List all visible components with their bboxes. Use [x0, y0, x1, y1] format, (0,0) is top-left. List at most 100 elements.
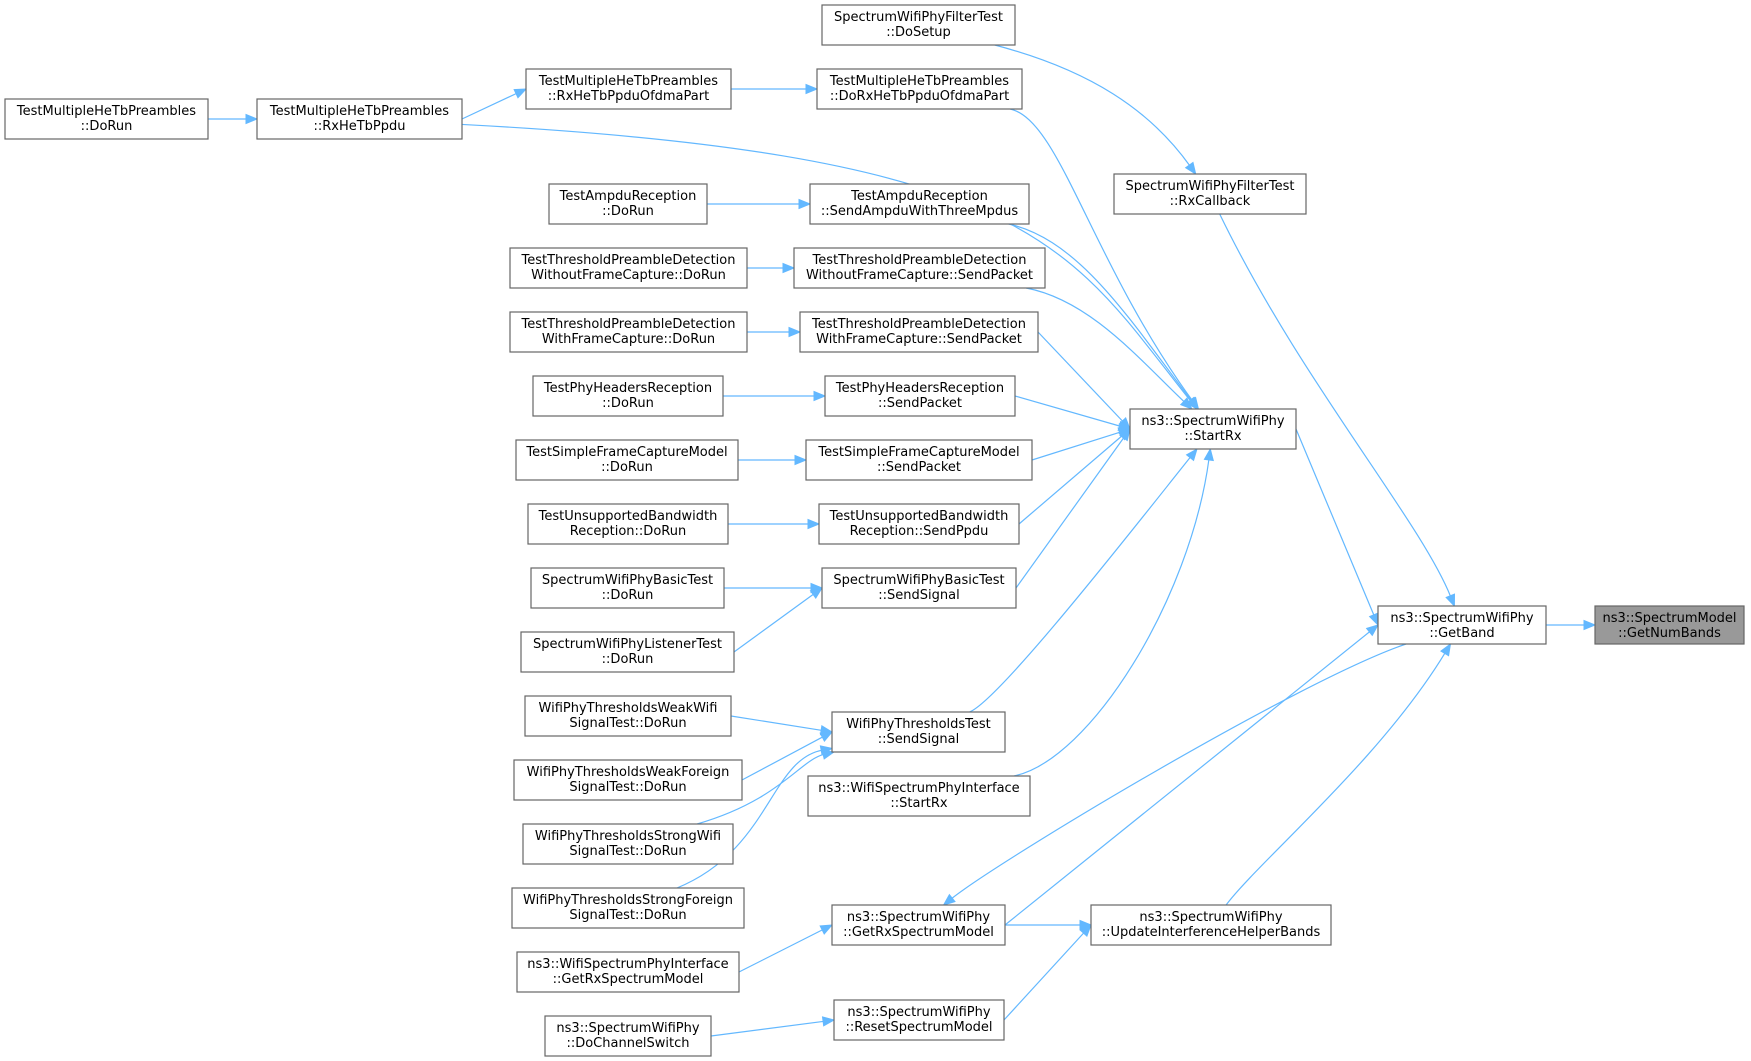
node-label-line: WithFrameCapture::DoRun: [542, 332, 715, 347]
edge-wpt_weakwifi-to-wpt_send: [730, 715, 834, 736]
edge-tpd_w_dorun-to-tpd_w_send: [747, 326, 802, 338]
edge-arrowhead: [1119, 427, 1131, 442]
edge-arrowhead: [807, 518, 821, 530]
edge-wpt_send-to-startrx: [969, 447, 1198, 713]
edge-arrowhead: [809, 587, 824, 600]
node-wspi-getrxsm[interactable]: ns3::WifiSpectrumPhyInterface::GetRxSpec…: [516, 951, 740, 993]
edge-arrowhead: [1185, 447, 1198, 462]
node-tmhtp-dorun[interactable]: TestMultipleHeTbPreambles::DoRun: [4, 98, 209, 140]
node-wpt-weakforeign[interactable]: WifiPhyThresholdsWeakForeignSignalTest::…: [513, 759, 743, 801]
edge-tmhtp_dorun-to-rxhetbppdu: [208, 113, 259, 125]
edge-arrowhead: [245, 113, 259, 125]
node-sfc-send[interactable]: TestSimpleFrameCaptureModel::SendPacket: [805, 439, 1033, 481]
node-rxhetbofdma[interactable]: TestMultipleHeTbPreambles::RxHeTbPpduOfd…: [525, 68, 732, 110]
node-label-line: ::GetNumBands: [1618, 626, 1721, 641]
edge-arrowhead: [1368, 612, 1379, 627]
node-phr-dorun[interactable]: TestPhyHeadersReception::DoRun: [532, 375, 724, 417]
edge-arrowhead: [819, 924, 834, 935]
node-listener-dorun[interactable]: SpectrumWifiPhyListenerTest::DoRun: [520, 631, 735, 673]
node-getband[interactable]: ns3::SpectrumWifiPhy::GetBand: [1377, 605, 1547, 645]
edge-uihb-to-getband: [1225, 642, 1452, 906]
edge-arrowhead: [794, 454, 808, 466]
node-label-line: ::GetRxSpectrumModel: [843, 925, 994, 940]
node-dochsw[interactable]: ns3::SpectrumWifiPhy::DoChannelSwitch: [544, 1015, 712, 1057]
node-getnumbands[interactable]: ns3::SpectrumModel::GetNumBands: [1594, 605, 1745, 645]
node-tpd-wo-dorun[interactable]: TestThresholdPreambleDetectionWithoutFra…: [509, 247, 748, 289]
edge-arrowhead: [1203, 447, 1214, 462]
edge-arrowhead: [942, 893, 956, 906]
node-wpt-strongwifi[interactable]: WifiPhyThresholdsStrongWifiSignalTest::D…: [522, 823, 734, 865]
node-dosetup[interactable]: SpectrumWifiPhyFilterTest::DoSetup: [821, 4, 1016, 46]
edge-wspi_startrx-to-startrx: [1013, 447, 1214, 777]
edge-arrowhead: [1079, 924, 1092, 938]
edge-line: [969, 456, 1192, 713]
node-label-line: ::DoRxHeTbPpduOfdmaPart: [830, 89, 1009, 104]
node-label-line: SignalTest::DoRun: [569, 780, 686, 795]
node-basic-send[interactable]: SpectrumWifiPhyBasicTest::SendSignal: [821, 567, 1017, 609]
node-label-line: WifiPhyThresholdsStrongWifi: [535, 829, 721, 844]
node-box: [807, 775, 1031, 817]
node-label-line: TestUnsupportedBandwidth: [538, 509, 718, 524]
edge-line: [1219, 213, 1452, 597]
edge-wpt_weakforeign-to-wpt_send: [741, 731, 834, 781]
node-startrx[interactable]: ns3::SpectrumWifiPhy::StartRx: [1129, 408, 1297, 450]
node-label-line: SignalTest::DoRun: [569, 844, 686, 859]
edge-ampdu_dorun-to-ampdu_send: [707, 198, 812, 210]
edge-rxhetbppdu-to-rxhetbofdma: [461, 88, 528, 120]
node-uihb[interactable]: ns3::SpectrumWifiPhy::UpdateInterference…: [1090, 904, 1332, 946]
node-label-line: WifiPhyThresholdsWeakForeign: [527, 765, 730, 780]
node-wpt-weakwifi[interactable]: WifiPhyThresholdsWeakWifiSignalTest::DoR…: [524, 695, 732, 737]
edge-line: [461, 92, 518, 120]
node-label-line: ::SendAmpduWithThreeMpdus: [821, 204, 1019, 219]
node-resetsm[interactable]: ns3::SpectrumWifiPhy::ResetSpectrumModel: [833, 999, 1005, 1041]
node-box: [532, 375, 724, 417]
node-label-line: TestMultipleHeTbPreambles: [538, 74, 718, 89]
node-label-line: ::DoRun: [602, 652, 654, 667]
node-box: [1090, 904, 1332, 946]
node-wpt-send[interactable]: WifiPhyThresholdsTest::SendSignal: [831, 711, 1006, 753]
edge-line: [1225, 652, 1446, 906]
edge-arrowhead: [819, 745, 834, 756]
node-rxhetbppdu[interactable]: TestMultipleHeTbPreambles::RxHeTbPpdu: [256, 98, 463, 140]
node-label-line: Reception::SendPpdu: [850, 524, 989, 539]
node-box: [1594, 605, 1745, 645]
node-label-line: TestSimpleFrameCaptureModel: [817, 445, 1019, 460]
node-box: [799, 311, 1039, 353]
node-sfc-dorun[interactable]: TestSimpleFrameCaptureModel::DoRun: [515, 439, 739, 481]
node-label-line: WifiPhyThresholdsTest: [846, 717, 991, 732]
edge-wspi_getrxsm-to-getrxsm: [738, 924, 834, 973]
node-label-line: ns3::SpectrumWifiPhy: [847, 1005, 990, 1020]
node-box: [256, 98, 463, 140]
node-tpd-w-send[interactable]: TestThresholdPreambleDetectionWithFrameC…: [799, 311, 1039, 353]
node-tpd-w-dorun[interactable]: TestThresholdPreambleDetectionWithFrameC…: [509, 311, 748, 353]
node-label-line: ::UpdateInterferenceHelperBands: [1102, 925, 1321, 940]
edge-line: [730, 715, 823, 732]
edge-resetsm-to-uihb: [1003, 924, 1092, 1021]
edge-phr_send-to-startrx: [1014, 395, 1132, 431]
edge-tpd_wo_dorun-to-tpd_wo_send: [747, 262, 796, 274]
node-rxcallback[interactable]: SpectrumWifiPhyFilterTest::RxCallback: [1113, 173, 1307, 215]
edge-basic_send-to-startrx: [1015, 427, 1131, 589]
node-label-line: SignalTest::DoRun: [569, 716, 686, 731]
edge-ubw_send-to-startrx: [1018, 428, 1132, 525]
edge-line: [1003, 931, 1085, 1021]
node-ampdu-send[interactable]: TestAmpduReception::SendAmpduWithThreeMp…: [809, 183, 1030, 225]
node-label-line: TestMultipleHeTbPreambles: [829, 74, 1009, 89]
node-label-line: ns3::SpectrumWifiPhy: [1390, 611, 1533, 626]
edge-arrowhead: [819, 731, 834, 743]
node-basic-dorun[interactable]: SpectrumWifiPhyBasicTest::DoRun: [530, 567, 725, 609]
node-ubw-send[interactable]: TestUnsupportedBandwidthReception::SendP…: [818, 503, 1020, 545]
edge-rxhetbofdma-to-dorxhetbofdma: [731, 83, 819, 95]
node-phr-send[interactable]: TestPhyHeadersReception::SendPacket: [824, 375, 1016, 417]
node-tpd-wo-send[interactable]: TestThresholdPreambleDetectionWithoutFra…: [793, 247, 1046, 289]
node-layer: ns3::SpectrumModel::GetNumBandsns3::Spec…: [4, 4, 1745, 1057]
node-wspi-startrx[interactable]: ns3::WifiSpectrumPhyInterface::StartRx: [807, 775, 1031, 817]
node-ampdu-dorun[interactable]: TestAmpduReception::DoRun: [548, 183, 708, 225]
edge-line: [1031, 431, 1121, 461]
node-wpt-strongforeign[interactable]: WifiPhyThresholdsStrongForeignSignalTest…: [511, 887, 745, 929]
node-dorxhetbofdma[interactable]: TestMultipleHeTbPreambles::DoRxHeTbPpduO…: [816, 68, 1023, 110]
node-label-line: TestThresholdPreambleDetection: [811, 317, 1026, 332]
node-getrxsm[interactable]: ns3::SpectrumWifiPhy::GetRxSpectrumModel: [831, 904, 1006, 946]
edge-sfc_dorun-to-sfc_send: [738, 454, 808, 466]
